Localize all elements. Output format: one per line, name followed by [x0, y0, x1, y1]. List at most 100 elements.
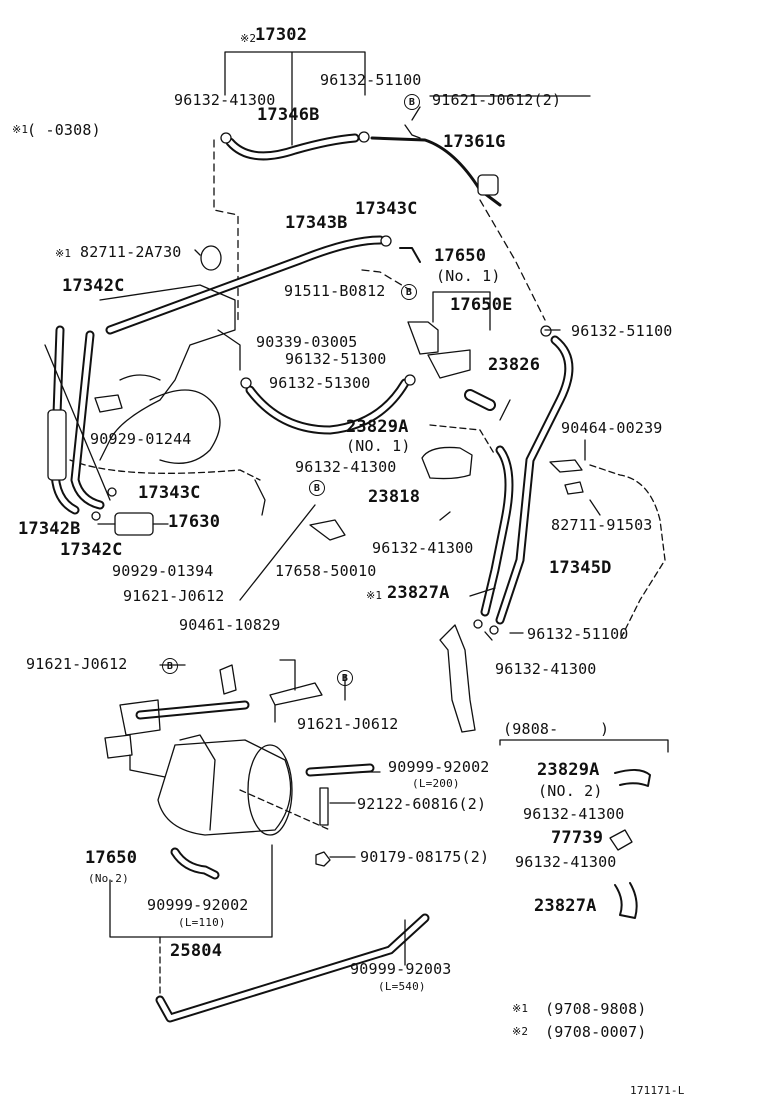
label-17650-b: 17650: [85, 848, 138, 868]
filter-23818: [421, 446, 473, 480]
bracket-17658: [309, 519, 346, 541]
label-17343c: 17343C: [355, 199, 418, 219]
b-marker: B: [401, 282, 417, 300]
note-marker-1: ※1: [366, 589, 383, 602]
label-96132-51100-b: 96132-51100: [571, 322, 673, 340]
label-96132-41300-f: 96132-41300: [515, 853, 617, 871]
clamp-90461: [219, 664, 237, 695]
diagram-id: 171171-L: [630, 1084, 685, 1097]
note-1-range: (9708-9808): [545, 1000, 647, 1018]
hose-23827a-b: [614, 882, 638, 919]
label-82711-91503: 82711-91503: [551, 516, 653, 534]
label-9808: (9808-: [503, 720, 559, 738]
label-96132-41300-e: 96132-41300: [523, 805, 625, 823]
label-9808-close: ): [600, 720, 610, 738]
label-no2b: (No.2): [88, 872, 129, 885]
label-no1b: (NO. 1): [346, 437, 411, 455]
label-82711-2a730: 82711-2A730: [80, 243, 182, 261]
label-23818: 23818: [368, 487, 421, 507]
bracket-9808: [499, 739, 669, 753]
label-96132-41300-d: 96132-41300: [495, 660, 597, 678]
note-marker-1: ※1: [12, 123, 29, 136]
canister-25804: [157, 739, 292, 836]
flow-arrow: [439, 624, 476, 733]
label-17302: 17302: [255, 25, 308, 45]
bracket-17650e: [427, 349, 471, 379]
label-90339-03005: 90339-03005: [256, 333, 358, 351]
nut-90179: [315, 851, 331, 867]
label-77739: 77739: [551, 828, 604, 848]
hose-23829a-no2: [614, 769, 651, 787]
label-17343c-b: 17343C: [138, 483, 201, 503]
label-90461-10829: 90461-10829: [179, 616, 281, 634]
vsv-17650-no2: [119, 699, 161, 736]
label-l200: (L=200): [412, 777, 460, 790]
bracket-17302: [224, 51, 366, 146]
b-marker: B: [404, 92, 420, 110]
label-17342c-b: 17342C: [60, 540, 123, 560]
label-17650e: 17650E: [450, 295, 513, 315]
label-17658-50010: 17658-50010: [275, 562, 377, 580]
label-17345d: 17345D: [549, 558, 612, 578]
label-96132-41300: 96132-41300: [174, 91, 276, 109]
grommet: [200, 245, 222, 271]
label-no2: (NO. 2): [538, 782, 603, 800]
label-no1: (No. 1): [436, 267, 501, 285]
pipe-connector: [477, 174, 499, 196]
label-91621-j0612: 91621-J0612: [123, 587, 225, 605]
label-96132-51300-b: 96132-51300: [269, 374, 371, 392]
label-17650: 17650: [434, 246, 487, 266]
label-l110: (L=110): [178, 916, 226, 929]
label-17342b: 17342B: [18, 519, 81, 539]
clamp: [220, 132, 232, 144]
note-marker-1: ※1: [55, 247, 72, 260]
label-96132-51100-c: 96132-51100: [527, 625, 629, 643]
label-17630: 17630: [168, 512, 221, 532]
label-17346b: 17346B: [257, 105, 320, 125]
label-23829a: 23829A: [346, 417, 409, 437]
sensor-bracket: [94, 394, 123, 413]
bolt-92122: [319, 787, 329, 826]
label-96132-41300-c: 96132-41300: [372, 539, 474, 557]
intake-outline: [99, 284, 236, 461]
label-17343b: 17343B: [285, 213, 348, 233]
label-90999-92002-b: 90999-92002: [147, 896, 249, 914]
label-23826: 23826: [488, 355, 541, 375]
clamp: [358, 131, 370, 143]
vsv-17630: [114, 512, 154, 536]
label-25804: 25804: [170, 941, 223, 961]
label-96132-51300: 96132-51300: [285, 350, 387, 368]
note-2-range: (9708-0007): [545, 1023, 647, 1041]
note-marker-2: ※2: [240, 32, 257, 45]
label-90929-01394: 90929-01394: [112, 562, 214, 580]
label-91621-j0612-b: 91621-J0612: [26, 655, 128, 673]
label-23827a: 23827A: [387, 583, 450, 603]
label-91621-j0612-c: 91621-J0612: [297, 715, 399, 733]
bracket-25804: [109, 844, 273, 938]
label-90999-92002: 90999-92002: [388, 758, 490, 776]
b-marker: B: [337, 668, 353, 686]
label-96132-41300-b: 96132-41300: [295, 458, 397, 476]
vsv-17650-no1: [407, 321, 439, 355]
b-marker: B: [309, 478, 325, 496]
note-marker-2: ※2: [512, 1025, 529, 1038]
label-96132-51100: 96132-51100: [320, 71, 422, 89]
tee-77739: [609, 829, 633, 851]
label-17342c: 17342C: [62, 276, 125, 296]
label-92122-60816: 92122-60816(2): [357, 795, 487, 813]
label-90179-08175: 90179-08175(2): [360, 848, 490, 866]
top-left-note: ( -0308): [27, 121, 101, 139]
label-17361g: 17361G: [443, 132, 506, 152]
b-marker: B: [162, 656, 178, 674]
label-91621-j0612-2: 91621-J0612(2): [432, 91, 562, 109]
label-90929-01244: 90929-01244: [90, 430, 192, 448]
label-90464-00239: 90464-00239: [561, 419, 663, 437]
label-23829a-b: 23829A: [537, 760, 600, 780]
label-23827a-b: 23827A: [534, 896, 597, 916]
label-90999-92003: 90999-92003: [350, 960, 452, 978]
label-91511-b0812: 91511-B0812: [284, 282, 386, 300]
note-marker-1: ※1: [512, 1002, 529, 1015]
label-l540: (L=540): [378, 980, 426, 993]
